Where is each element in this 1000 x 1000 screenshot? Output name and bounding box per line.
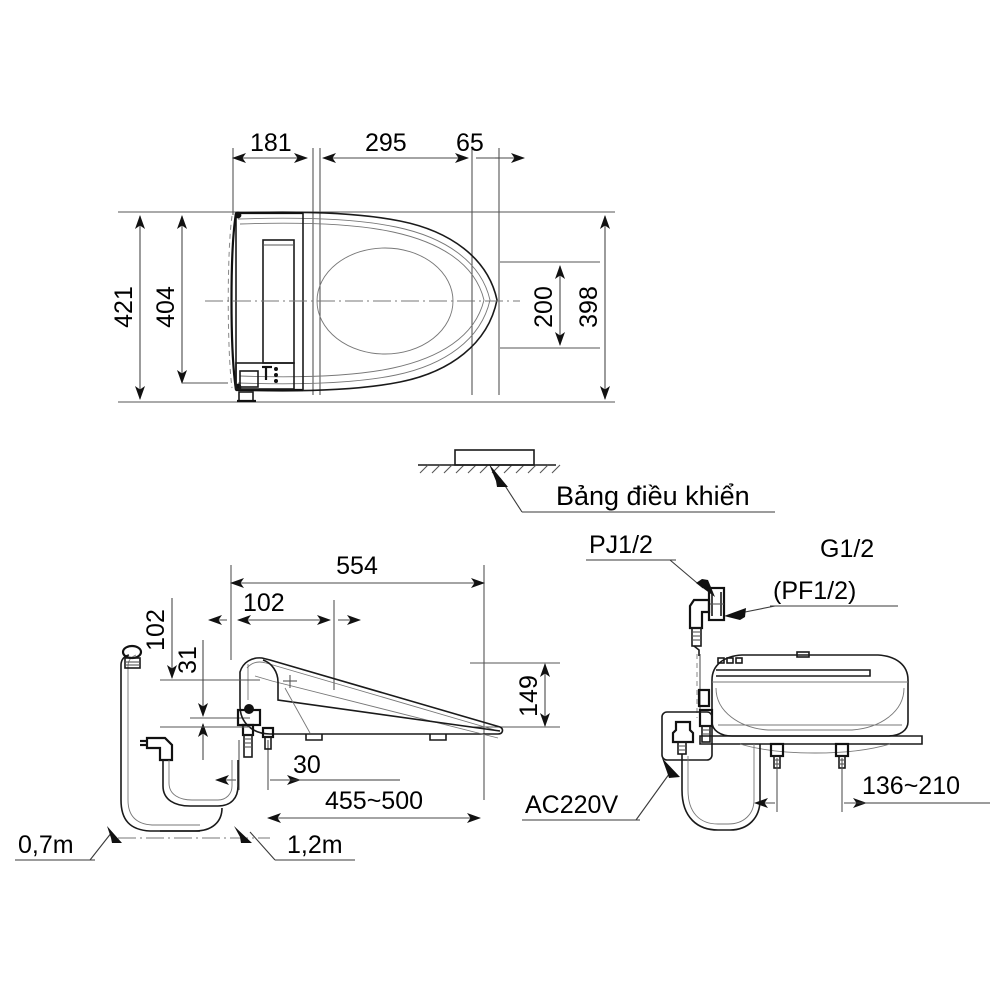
label-pf12: (PF1/2) [773, 577, 856, 605]
label-cord-0-7m: 0,7m [18, 831, 74, 859]
rear-view-group: PJ1/2 G1/2 (PF1/2) [520, 531, 990, 831]
label-cord-1-2m: 1,2m [287, 831, 343, 859]
label-ac220v: AC220V [525, 791, 618, 819]
control-panel-rect [454, 449, 535, 466]
dim-200: 200 [530, 286, 558, 328]
seat-side-profile [160, 657, 504, 758]
top-view-horizontal-refs [118, 211, 615, 403]
ac-outlet-box [661, 711, 761, 831]
dim-102-horizontal: 102 [243, 589, 285, 617]
label-g12: G1/2 [820, 535, 874, 563]
dim-102-vertical: 102 [142, 609, 170, 651]
dim-295: 295 [365, 129, 407, 157]
control-cluster-icon [235, 362, 295, 390]
dim-398: 398 [575, 286, 603, 328]
top-view-group: 181 295 65 421 404 200 398 [110, 129, 615, 403]
dim-65: 65 [456, 129, 484, 157]
leader-arrow-head [489, 464, 508, 487]
dim-31: 31 [174, 646, 202, 674]
label-control-panel: Bảng điều khiển [556, 481, 750, 511]
water-valve-fitting [688, 586, 726, 718]
dim-149: 149 [515, 675, 543, 717]
mount-fitting [236, 704, 275, 758]
dim-554: 554 [336, 552, 378, 580]
top-dim-vertical [135, 215, 610, 400]
toilet-seat-top-outline [205, 211, 520, 403]
dim-455-500: 455~500 [325, 787, 423, 815]
label-pj12: PJ1/2 [589, 531, 653, 559]
dim-136-210: 136~210 [862, 772, 960, 800]
seat-rear-profile [697, 651, 923, 769]
control-panel-detail-group: Bảng điều khiển [418, 449, 775, 513]
dim-30: 30 [293, 751, 321, 779]
dim-181: 181 [250, 129, 292, 157]
dim-421: 421 [110, 286, 138, 328]
dim-404: 404 [152, 286, 180, 328]
side-view-group: 554 102 102 31 149 30 455~500 [15, 552, 560, 861]
top-view-extension-lines [232, 148, 500, 395]
